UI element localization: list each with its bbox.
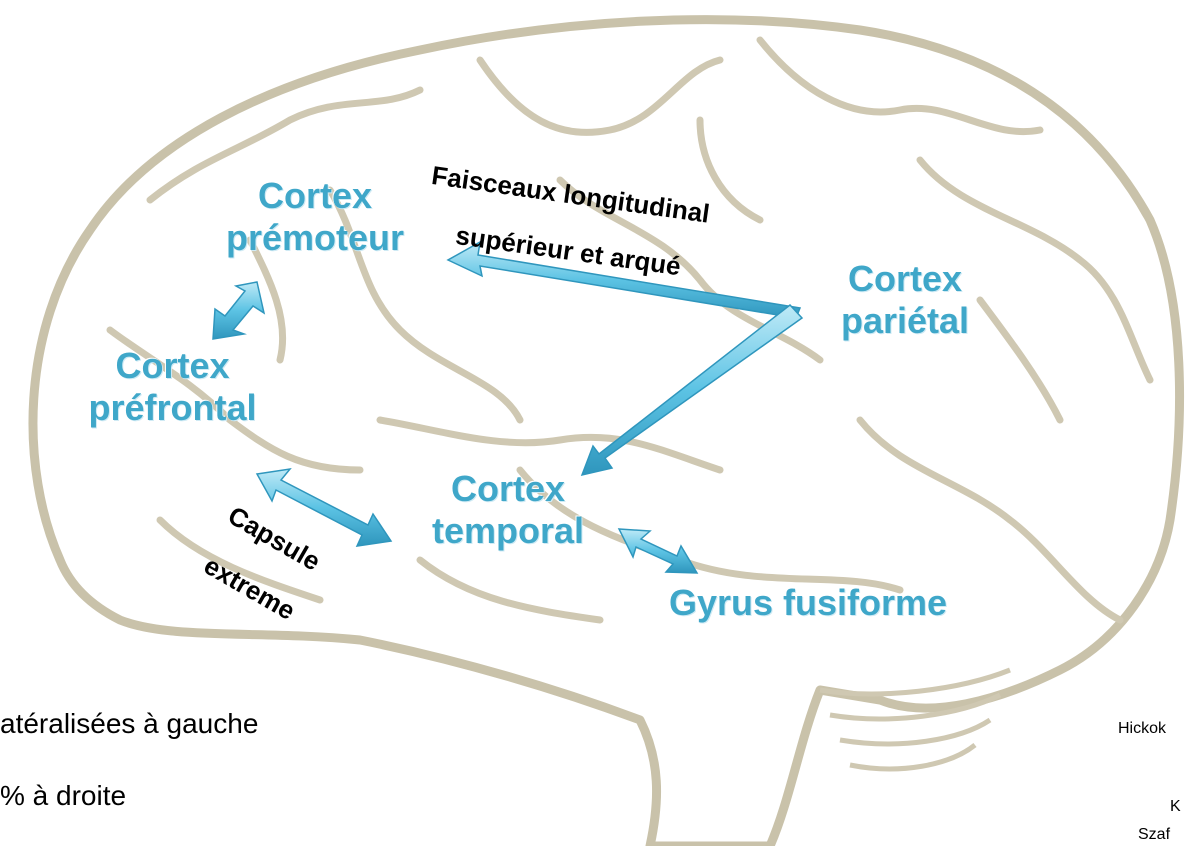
parietal-line-2: pariétal (800, 300, 1010, 342)
reference-3: Szaf (1138, 826, 1170, 844)
arrow-temporal-fusiform (619, 529, 697, 573)
label-temporal-cortex: Cortex temporal (398, 468, 618, 552)
parietal-line-1: Cortex (800, 258, 1010, 300)
reference-2: K (1170, 798, 1181, 816)
prefrontal-line-1: Cortex (55, 345, 290, 387)
label-parietal-cortex: Cortex pariétal (800, 258, 1010, 342)
caption-line-2: % à droite (0, 780, 126, 812)
cerebellum (820, 670, 1010, 769)
label-premotor-cortex: Cortex prémoteur (195, 175, 435, 259)
caption-line-1: atéralisées à gauche (0, 708, 258, 740)
label-prefrontal-cortex: Cortex préfrontal (55, 345, 290, 429)
premotor-line-1: Cortex (195, 175, 435, 217)
temporal-line-2: temporal (398, 510, 618, 552)
prefrontal-line-2: préfrontal (55, 387, 290, 429)
premotor-line-2: prémoteur (195, 217, 435, 259)
fusiform-line: Gyrus fusiforme (628, 582, 988, 624)
arrow-premotor-prefrontal (213, 282, 264, 339)
arrow-parietal-to-temporal (582, 305, 802, 475)
label-fusiform-gyrus: Gyrus fusiforme (628, 582, 988, 624)
temporal-line-1: Cortex (398, 468, 618, 510)
reference-1: Hickok (1118, 720, 1166, 738)
